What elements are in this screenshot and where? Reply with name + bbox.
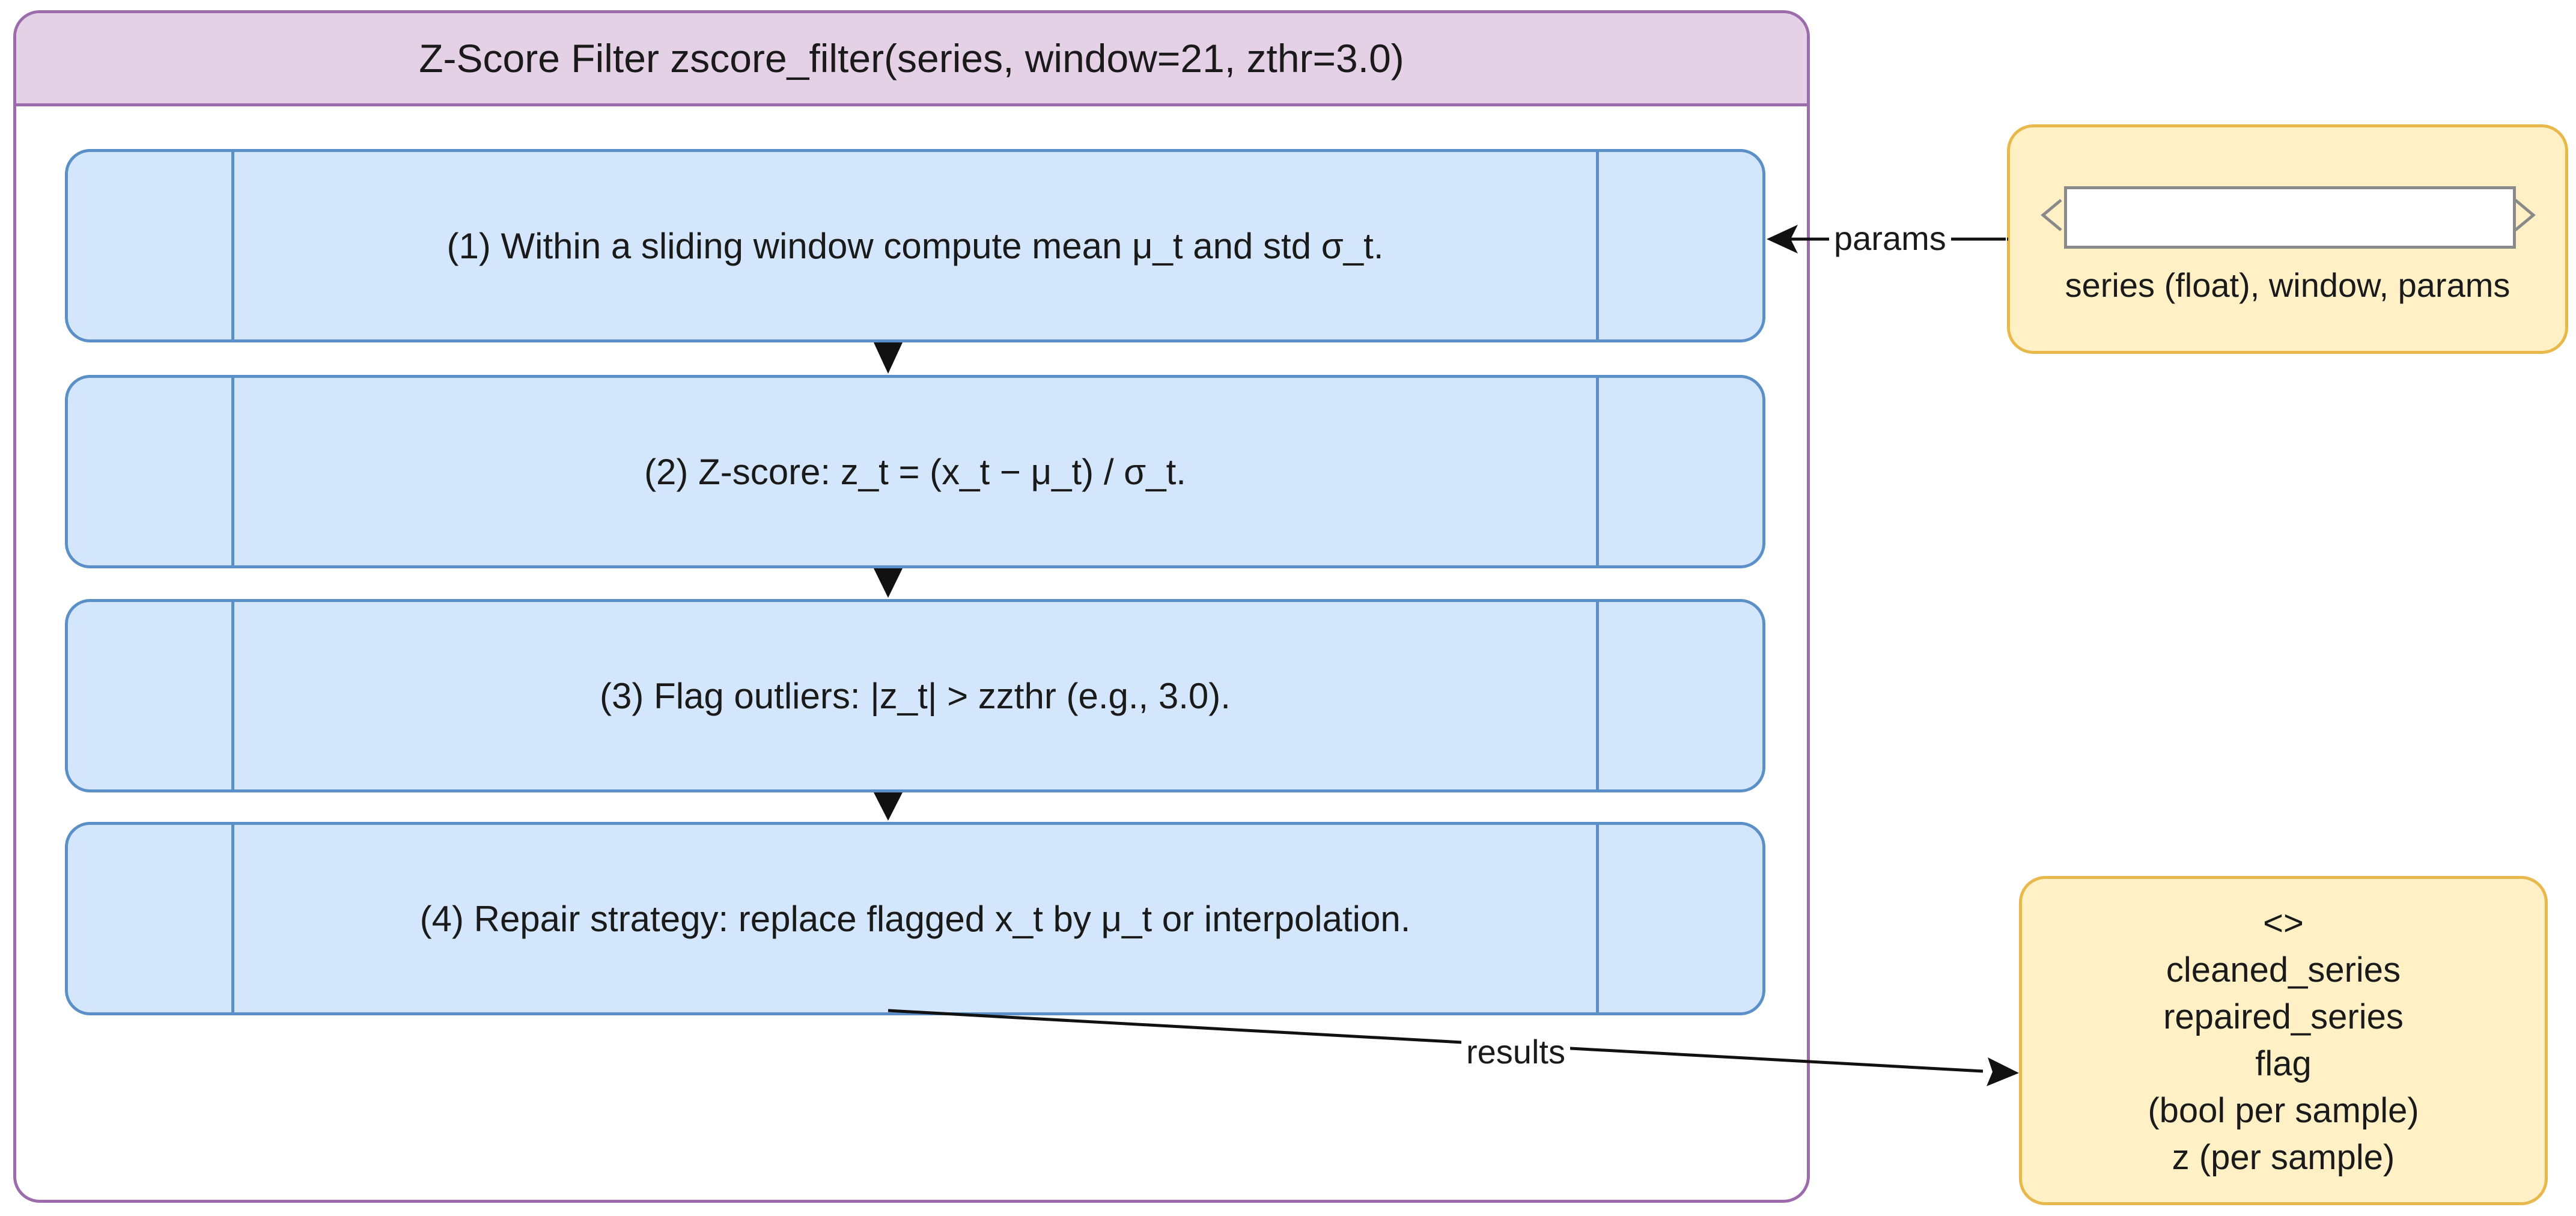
step-2[interactable]: (2) Z-score: z_t = (x_t − μ_t) / σ_t. xyxy=(65,375,1765,568)
results-arrowhead xyxy=(1987,1057,2019,1086)
results-label: results xyxy=(1461,1032,1570,1071)
arrow-step2-step3 xyxy=(874,568,903,598)
params-arrowhead xyxy=(1767,225,1798,254)
step-divider-left xyxy=(231,152,234,339)
step-divider-right xyxy=(1596,602,1599,789)
step-3-text: (3) Flag outliers: |z_t| > zzthr (e.g., … xyxy=(600,675,1231,716)
step-2-text: (2) Z-score: z_t = (x_t − μ_t) / σ_t. xyxy=(644,451,1186,492)
step-divider-right xyxy=(1596,378,1599,565)
step-divider-left xyxy=(231,602,234,789)
params-label: params xyxy=(1829,219,1951,258)
step-divider-left xyxy=(231,825,234,1012)
output-box[interactable]: <> cleaned_series repaired_series flag (… xyxy=(2019,876,2548,1205)
arrow-step1-step2 xyxy=(874,342,903,374)
container-title: Z-Score Filter zscore_filter(series, win… xyxy=(16,13,1807,106)
step-1[interactable]: (1) Within a sliding window compute mean… xyxy=(65,149,1765,342)
step-divider-right xyxy=(1596,825,1599,1012)
output-line: (bool per sample) xyxy=(2148,1091,2419,1130)
step-1-text: (1) Within a sliding window compute mean… xyxy=(446,225,1384,266)
results-connector-line xyxy=(888,1009,1984,1073)
input-box[interactable]: series (float), window, params xyxy=(2007,124,2568,354)
output-line: <> xyxy=(2263,904,2304,943)
output-line: flag xyxy=(2255,1044,2312,1083)
output-line: z (per sample) xyxy=(2172,1138,2395,1177)
input-field[interactable] xyxy=(2064,186,2516,249)
step-divider-right xyxy=(1596,152,1599,339)
step-4-text: (4) Repair strategy: replace flagged x_t… xyxy=(419,898,1411,939)
input-field-right-chevron xyxy=(2514,199,2536,231)
step-divider-left xyxy=(231,378,234,565)
input-field-left-chevron xyxy=(2041,199,2062,231)
step-3[interactable]: (3) Flag outliers: |z_t| > zzthr (e.g., … xyxy=(65,599,1765,792)
arrow-step3-step4 xyxy=(874,792,903,821)
output-line: repaired_series xyxy=(2163,997,2404,1036)
output-line: cleaned_series xyxy=(2166,950,2401,990)
input-caption: series (float), window, params xyxy=(2065,266,2511,304)
step-4[interactable]: (4) Repair strategy: replace flagged x_t… xyxy=(65,822,1765,1015)
